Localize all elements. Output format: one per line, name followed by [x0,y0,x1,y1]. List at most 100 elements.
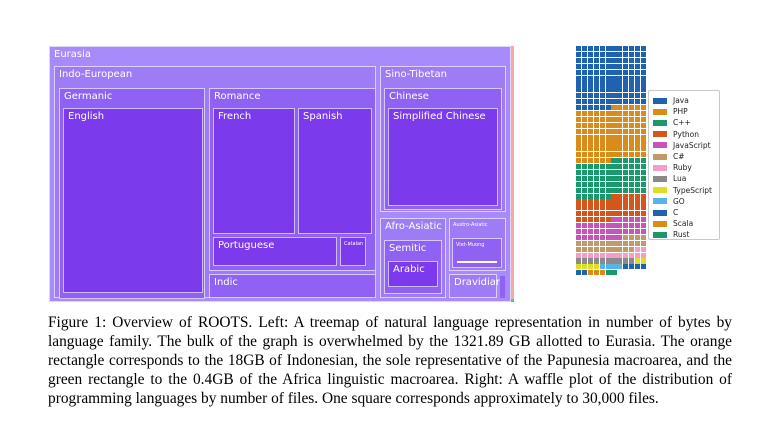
waffle-square-c [587,193,593,199]
waffle-square-php [629,134,635,140]
waffle-square-python [617,199,623,205]
waffle-square-java [640,57,647,63]
waffle-square-php [593,122,599,128]
treemap-node-english: English [63,108,203,293]
treemap-label-indo-european: Indo-European [59,69,133,80]
waffle-square-php [587,152,593,158]
waffle-square-php [593,140,599,146]
waffle-square-javascript [629,223,635,229]
waffle-square-php [635,140,641,146]
waffle-square-javascript [587,228,593,235]
waffle-square-java [623,69,629,75]
waffle-square-php [581,116,588,122]
waffle-square-lua [629,258,635,264]
waffle-square-java [611,87,617,93]
waffle-square-php [599,158,605,164]
waffle-square-java [593,63,599,69]
treemap-node-portuguese: Portuguese [213,237,337,266]
waffle-square-php [599,116,605,122]
waffle-square-java [599,81,605,87]
legend-item-python: Python [653,129,699,140]
waffle-square-python [599,205,605,211]
waffle-square-typescript [576,264,582,270]
waffle-square-java [605,69,611,75]
waffle-square-php [623,110,629,117]
legend-label: GO [673,196,685,206]
treemap-label-chinese: Chinese [389,91,429,102]
waffle-square-php [635,152,641,158]
waffle-square-javascript [605,234,611,240]
waffle-square-c [635,234,641,240]
waffle-square-php [640,128,647,134]
waffle-square-php [623,116,629,122]
waffle-square-php [587,146,593,152]
waffle-square-python [581,217,588,223]
waffle-square-c [623,246,629,252]
waffle-square-javascript [617,217,623,223]
waffle-square-c [640,234,647,240]
waffle-square-c [587,240,593,246]
waffle-square-python [587,205,593,211]
treemap-node-french: French [213,108,295,234]
waffle-square-go [611,264,617,270]
waffle-square-php [599,140,605,146]
waffle-square-c [605,193,611,199]
waffle-square-php [581,152,588,158]
waffle-square-go [599,264,605,270]
waffle-square-c [640,164,647,170]
legend-item-c: C++ [653,117,691,128]
waffle-square-java [581,81,588,87]
treemap-label-arabic: Arabic [393,264,425,275]
waffle-square-php [605,158,611,164]
waffle-square-javascript [576,223,582,229]
waffle-square-php [581,128,588,134]
treemap-label-english: English [68,111,105,122]
waffle-square-c [617,240,623,246]
waffle-square-c [576,193,582,199]
waffle-square-php [617,152,623,158]
waffle-square-java [611,51,617,58]
waffle-square-c [629,158,635,164]
waffle-square-python [576,205,582,211]
waffle-square-php [611,134,617,140]
waffle-square-php [640,110,647,117]
waffle-square-javascript [611,234,617,240]
waffle-square-java [587,75,593,81]
waffle-square-python [629,193,635,199]
waffle-square-c [599,246,605,252]
waffle-square-php [605,134,611,140]
legend-label: JavaScript [673,140,711,150]
waffle-square-c [611,181,617,187]
waffle-square-lua [599,258,605,264]
waffle-square-php [605,122,611,128]
waffle-square-c [581,240,588,246]
waffle-square-ruby [587,252,593,258]
waffle-square-c [576,270,582,276]
waffle-square-scala [587,270,593,276]
waffle-square-java [635,99,641,105]
waffle-square-java [640,87,647,93]
waffle-square-python [640,205,647,211]
waffle-square-javascript [611,228,617,235]
waffle-square-javascript [599,234,605,240]
waffle-square-lua [617,258,623,264]
waffle-square-python [617,193,623,199]
waffle-square-php [611,146,617,152]
waffle-square-python [593,205,599,211]
waffle-square-c [576,175,582,181]
waffle-square-javascript [587,234,593,240]
waffle-square-c [587,175,593,181]
waffle-square-python [593,211,599,217]
waffle-square-php [617,116,623,122]
legend-item-javascript: JavaScript [653,140,711,151]
waffle-square-java [635,57,641,63]
waffle-square-java [599,51,605,58]
waffle-square-javascript [623,217,629,223]
waffle-square-php [629,110,635,117]
waffle-square-java [587,93,593,99]
waffle-square-python [640,193,647,199]
waffle-square-javascript [640,228,647,235]
waffle-square-c [629,240,635,246]
waffle-square-python [629,205,635,211]
waffle-square-php [623,140,629,146]
